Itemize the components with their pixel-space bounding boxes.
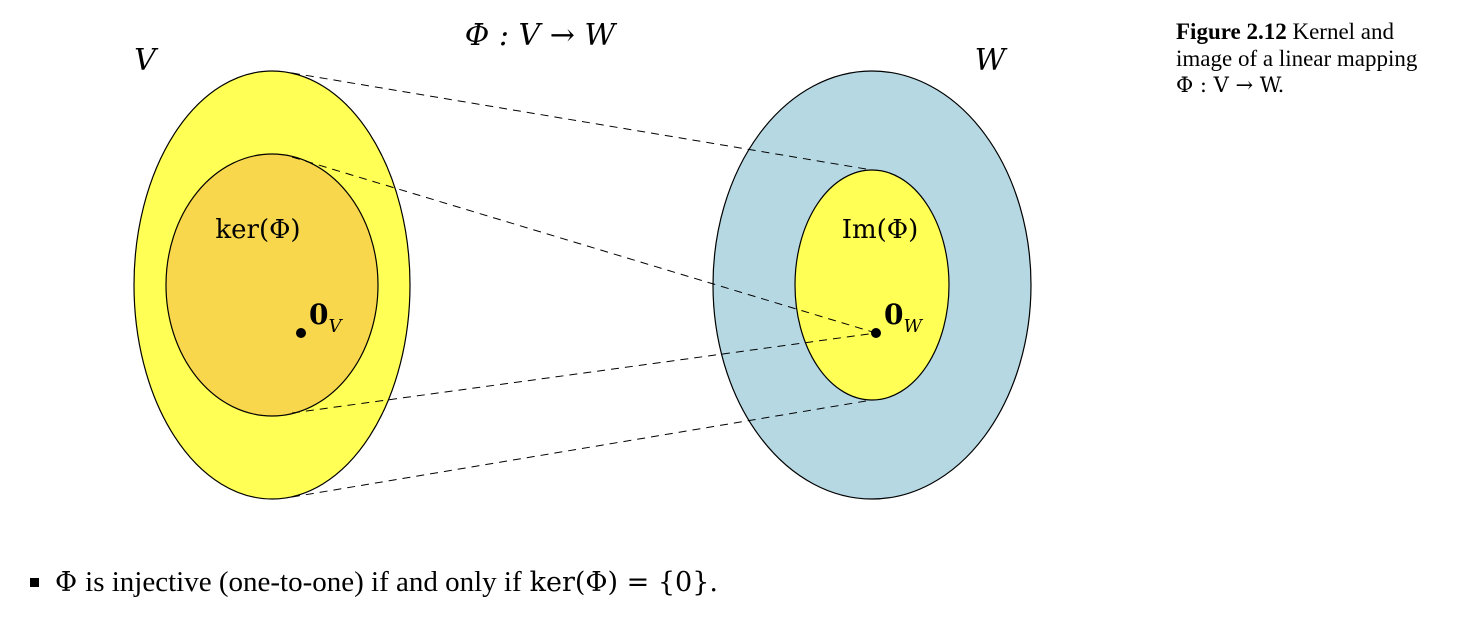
kernel-label: ker(Φ) xyxy=(215,215,300,245)
zero-v-point xyxy=(296,328,306,338)
injective-bullet: Φ is injective (one-to-one) if and only … xyxy=(30,562,718,602)
domain-label: V xyxy=(134,43,159,78)
codomain-label: W xyxy=(975,43,1008,78)
image-label: Im(Φ) xyxy=(842,215,919,245)
zero-w-point xyxy=(871,328,881,338)
bullet-phi: Φ xyxy=(55,566,78,598)
zero-w-label: 0W xyxy=(884,298,923,337)
bullet-condition: ker(Φ) = {0}. xyxy=(529,566,718,598)
mapping-title: Φ : V → W xyxy=(465,18,618,53)
caption-math: Φ : V → W. xyxy=(1176,73,1285,97)
mapping-line-bottom xyxy=(291,399,873,498)
zero-w-subscript: W xyxy=(903,316,923,337)
figure-number: Figure 2.12 xyxy=(1176,19,1287,44)
figure-caption: Figure 2.12 Kernel and image of a linear… xyxy=(1176,18,1436,99)
image-ellipse xyxy=(794,169,950,401)
mapping-line-kernel-bottom xyxy=(291,332,877,414)
bullet-text: is injective (one-to-one) if and only if xyxy=(85,565,522,598)
kernel-image-diagram: Φ : V → W V W ker(Φ) Im(Φ) 0V 0W xyxy=(133,18,1032,500)
zero-v-main: 0 xyxy=(309,298,328,331)
mapping-line-kernel-top xyxy=(291,156,877,334)
kernel-ellipse xyxy=(165,153,379,417)
zero-v-subscript: V xyxy=(328,316,343,337)
zero-v-label: 0V xyxy=(309,298,343,337)
bullet-square-icon xyxy=(30,577,39,587)
mapping-line-top xyxy=(291,72,873,171)
caption-text: Kernel and image of a linear mapping xyxy=(1176,19,1418,71)
zero-w-main: 0 xyxy=(884,298,903,331)
mapping-lines xyxy=(291,72,877,498)
